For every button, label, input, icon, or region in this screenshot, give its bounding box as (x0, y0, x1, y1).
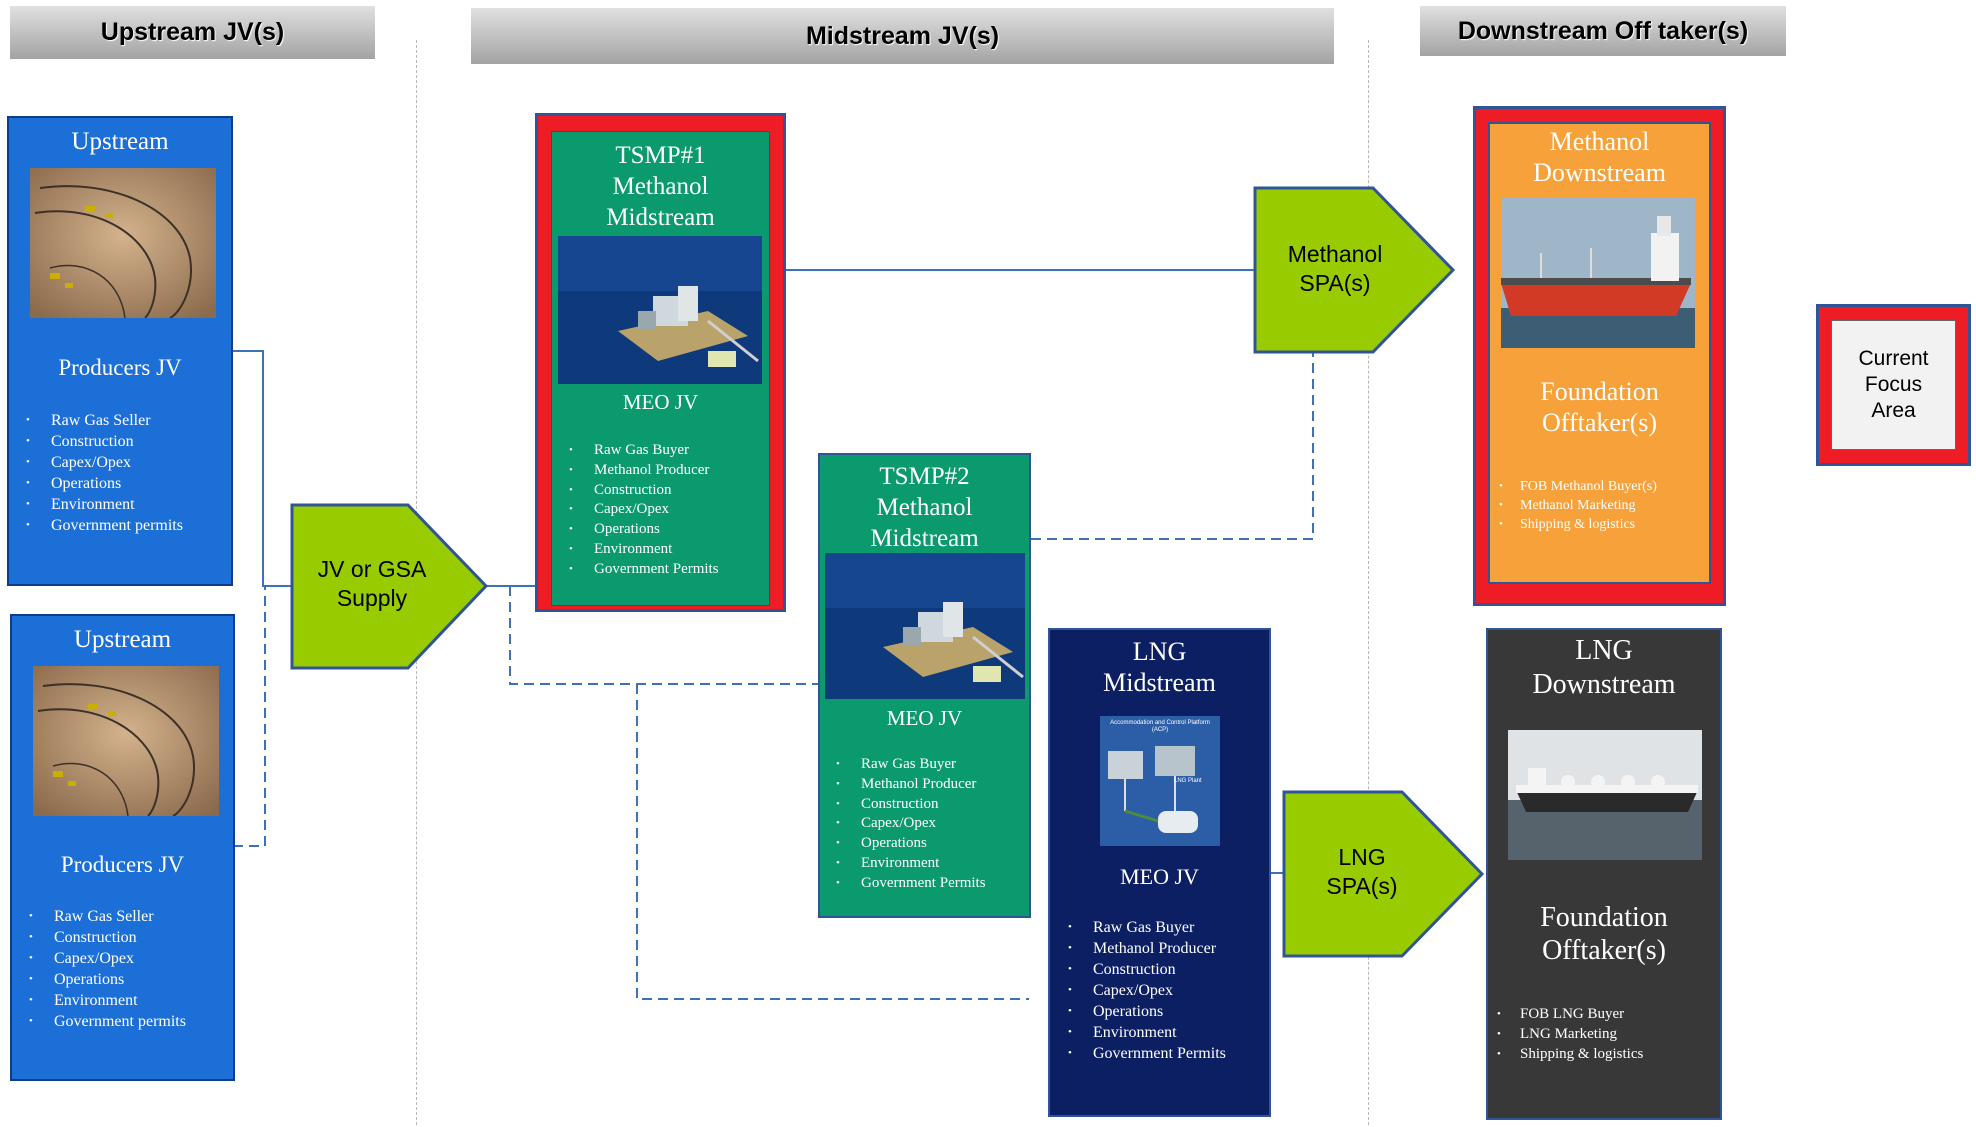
methanol-downstream-card-subtitle: Foundation Offtaker(s) (1540, 377, 1659, 437)
current-focus-legend: Current Focus Area (1816, 304, 1971, 466)
list-item: Construction (560, 481, 719, 501)
methanol-spa-arrow-label: Methanol SPA(s) (1287, 241, 1383, 296)
lng-carrier-ship-image (1508, 730, 1702, 860)
list-item: Government permits (17, 515, 183, 536)
offshore-platform-image (558, 236, 762, 384)
upstream-card-list: Raw Gas Seller Construction Capex/Opex O… (17, 410, 183, 536)
methanol-spa-arrow-shape (1253, 186, 1456, 354)
list-item: Operations (560, 520, 719, 540)
lng-midstream-card-title: LNG Midstream (1103, 637, 1216, 697)
list-item: Construction (1059, 959, 1226, 980)
tsmp1-card-title: TSMP#1 Methanol Midstream (606, 142, 715, 231)
supply-to-tsmp2-line (509, 586, 818, 685)
list-item: FOB LNG Buyer (1488, 1004, 1643, 1024)
lng-spa-arrow-label: LNG SPA(s) (1326, 844, 1398, 899)
list-item: Capex/Opex (1059, 980, 1226, 1001)
lng-spa-arrow-shape (1282, 790, 1485, 958)
list-item: Raw Gas Buyer (560, 441, 719, 461)
midstream-header: Midstream JV(s) (471, 8, 1334, 64)
list-item: Capex/Opex (827, 814, 986, 834)
lng-midstream-card-subtitle: MEO JV (1120, 864, 1199, 889)
current-focus-legend-inner: Current Focus Area (1831, 320, 1956, 450)
list-item: Capex/Opex (20, 948, 186, 969)
upstream-card-2: Upstream Producers JV Raw Gas Seller Con… (10, 614, 235, 1081)
list-item: Raw Gas Seller (17, 410, 183, 431)
supply-arrow-label: JV or GSA Supply (317, 556, 427, 611)
tsmp2-card-list: Raw Gas Buyer Methanol Producer Construc… (827, 755, 986, 894)
list-item: Methanol Producer (1059, 938, 1226, 959)
list-item: Methanol Producer (560, 461, 719, 481)
list-item: Construction (17, 431, 183, 452)
supply-arrow-shape (290, 503, 489, 670)
methanol-downstream-card: Methanol Downstream Foundation Offtaker(… (1488, 122, 1711, 584)
list-item: Raw Gas Buyer (1059, 917, 1226, 938)
list-item: Methanol Producer (827, 775, 986, 795)
lng-midstream-card-list: Raw Gas Buyer Methanol Producer Construc… (1059, 917, 1226, 1064)
lng-plant-image-tag: LNG Plant (1174, 778, 1202, 784)
list-item: Operations (20, 969, 186, 990)
methanol-tanker-ship-image (1501, 198, 1695, 348)
drilling-site-image (33, 666, 219, 816)
list-item: Environment (20, 990, 186, 1011)
lng-downstream-card-subtitle: Foundation Offtaker(s) (1540, 902, 1668, 966)
upstream-1-to-supply-line (233, 350, 292, 587)
drilling-site-image (30, 168, 216, 318)
methanol-downstream-card-title: Methanol Downstream (1533, 127, 1666, 187)
upstream-card-title: Upstream (71, 128, 169, 155)
list-item: Government Permits (1059, 1043, 1226, 1064)
lng-plant-image-caption: Accommodation and Control Platform (ACP) (1110, 720, 1210, 733)
offshore-platform-image (825, 553, 1025, 699)
lng-midstream-card: LNG Midstream Accommodation and Control … (1048, 628, 1271, 1117)
lng-downstream-card-list: FOB LNG Buyer LNG Marketing Shipping & l… (1488, 1004, 1643, 1064)
list-item: Operations (827, 834, 986, 854)
list-item: Raw Gas Buyer (827, 755, 986, 775)
tsmp1-card-list: Raw Gas Buyer Methanol Producer Construc… (560, 441, 719, 580)
lng-plant-diagram-image: Accommodation and Control Platform (ACP)… (1100, 716, 1220, 846)
list-item: Environment (17, 494, 183, 515)
list-item: Raw Gas Seller (20, 906, 186, 927)
list-item: Environment (827, 854, 986, 874)
list-item: Construction (827, 795, 986, 815)
list-item: LNG Marketing (1488, 1024, 1643, 1044)
tsmp2-card-subtitle: MEO JV (886, 706, 963, 730)
upstream-card-subtitle: Producers JV (60, 852, 185, 877)
list-item: Capex/Opex (560, 500, 719, 520)
lng-downstream-card: LNG Downstream Foundation Offtaker(s) FO… (1486, 628, 1722, 1120)
list-item: Government permits (20, 1011, 186, 1032)
list-item: Government Permits (827, 874, 986, 894)
list-item: Government Permits (560, 560, 719, 580)
list-item: Operations (17, 473, 183, 494)
downstream-header: Downstream Off taker(s) (1420, 6, 1786, 56)
tsmp2-midstream-card: TSMP#2 Methanol Midstream MEO JV Raw Gas… (818, 453, 1031, 918)
methanol-downstream-card-list: FOB Methanol Buyer(s) Methanol Marketing… (1490, 477, 1657, 534)
upstream-card-title: Upstream (73, 626, 172, 653)
list-item: Environment (560, 540, 719, 560)
supply-to-lng-midstream-line (636, 684, 1029, 1000)
list-item: FOB Methanol Buyer(s) (1490, 477, 1657, 496)
upstream-2-to-supply-line (233, 586, 266, 847)
list-item: Shipping & logistics (1490, 515, 1657, 534)
list-item: Environment (1059, 1022, 1226, 1043)
upstream-card-1: Upstream Producers JV Raw Gas Seller Con… (7, 116, 233, 586)
column-divider-right (1368, 40, 1369, 1125)
tsmp1-midstream-card: TSMP#1 Methanol Midstream MEO JV Raw Gas… (551, 131, 770, 606)
upstream-header: Upstream JV(s) (10, 6, 375, 59)
upstream-card-list: Raw Gas Seller Construction Capex/Opex O… (20, 906, 186, 1032)
upstream-card-subtitle: Producers JV (58, 355, 182, 380)
tsmp2-to-methanol-spa-line (1031, 352, 1314, 540)
list-item: Shipping & logistics (1488, 1044, 1643, 1064)
list-item: Capex/Opex (17, 452, 183, 473)
tsmp1-card-subtitle: MEO JV (622, 390, 699, 414)
lng-downstream-card-title: LNG Downstream (1532, 635, 1676, 700)
tsmp2-card-title: TSMP#2 Methanol Midstream (870, 463, 979, 552)
list-item: Methanol Marketing (1490, 496, 1657, 515)
list-item: Construction (20, 927, 186, 948)
list-item: Operations (1059, 1001, 1226, 1022)
